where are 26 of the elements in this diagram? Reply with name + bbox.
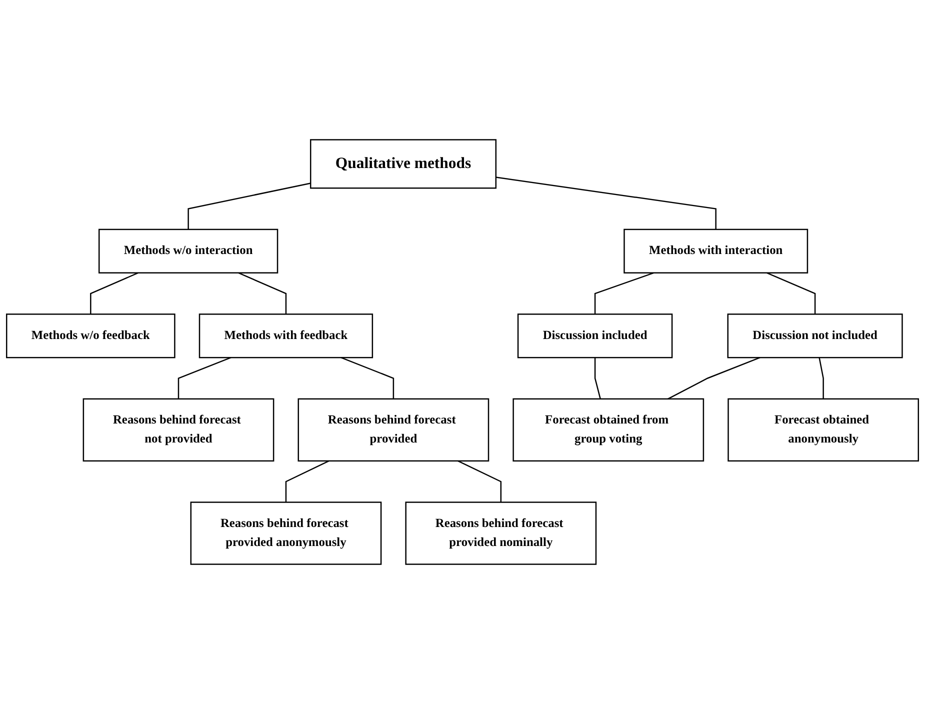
connector (188, 182, 311, 230)
node-box: Qualitative methods (310, 139, 497, 189)
node-box: Reasons behind forecast not provided (82, 398, 274, 462)
connector (818, 357, 824, 399)
connector (766, 272, 816, 314)
node-box: Methods with interaction (624, 228, 808, 274)
connector (668, 357, 760, 400)
node-box: Methods with feedback (198, 314, 374, 358)
connector (340, 357, 394, 399)
connector (458, 460, 502, 502)
node-box: Methods w/o feedback (6, 314, 176, 358)
node-box: Reasons behind forecast provided anonymously (190, 502, 382, 565)
node-box: Forecast obtained anonymously (728, 398, 919, 462)
node-box: Reasons behind forecast provided nominally (405, 502, 597, 565)
connector (594, 272, 654, 314)
node-box: Discussion not included (727, 314, 903, 358)
node-box: Forecast obtained from group voting (512, 398, 704, 462)
connector (238, 272, 287, 314)
connector (496, 176, 716, 230)
connector (594, 358, 601, 400)
connector (285, 460, 330, 502)
node-box: Discussion included (517, 314, 673, 358)
node-box: Reasons behind forecast provided (298, 398, 490, 462)
connector (90, 272, 139, 314)
connector (178, 357, 232, 399)
node-box: Methods w/o interaction (98, 228, 278, 274)
